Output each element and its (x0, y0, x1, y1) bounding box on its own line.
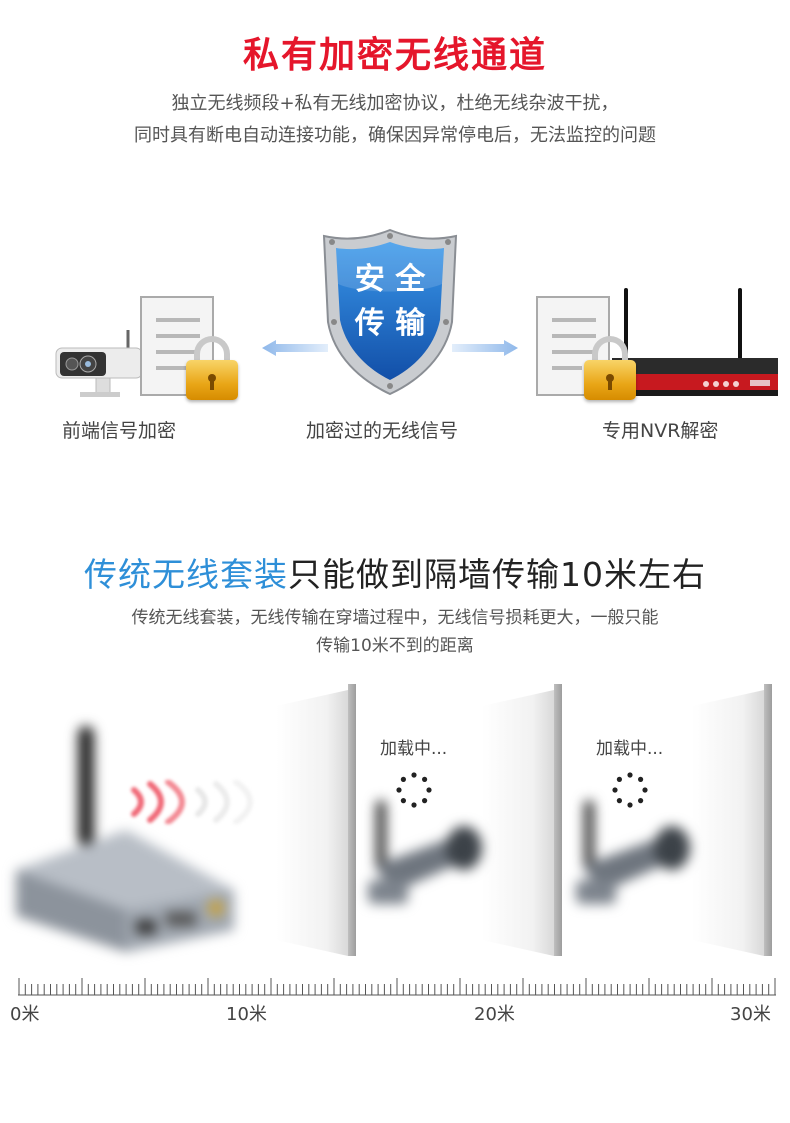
section1-description: 独立无线频段+私有无线加密协议，杜绝无线杂波干扰， 同时具有断电自动连接功能，确… (0, 88, 790, 152)
caption-encrypted-signal: 加密过的无线信号 (306, 420, 459, 442)
loading-spinner-icon (396, 772, 432, 808)
section1-desc-line2: 同时具有断电自动连接功能，确保因异常停电后，无法监控的问题 (134, 125, 656, 146)
camera-icon (572, 796, 696, 916)
wall-3 (692, 690, 764, 956)
wall-1 (276, 690, 348, 956)
caption-nvr-decryption: 专用NVR解密 (602, 420, 719, 442)
shield-text-line2: 传 输 (354, 306, 426, 341)
shield-text-line1: 安 全 (354, 262, 426, 297)
arrow-right-icon (452, 338, 518, 358)
wall-1-edge (348, 684, 356, 956)
section1-title: 私有加密无线通道 (242, 35, 547, 76)
ruler-label-20: 20米 (474, 1004, 515, 1025)
camera-icon (364, 796, 488, 916)
caption-front-end-encryption: 前端信号加密 (62, 420, 177, 442)
loading-spinner-icon (612, 772, 648, 808)
wall-2-edge (554, 684, 562, 956)
shield-icon: 安 全 传 输 (320, 226, 460, 398)
ruler-label-10: 10米 (226, 1004, 267, 1025)
section2-desc-line1: 传统无线套装，无线传输在穿墙过程中，无线信号损耗更大，一般只能 (131, 608, 659, 628)
section2-desc-line2: 传输10米不到的距离 (316, 636, 474, 656)
ruler-label-0: 0米 (10, 1004, 40, 1025)
section2-title-blue: 传统无线套装 (84, 555, 288, 594)
loading-text-2: 加载中... (596, 739, 664, 759)
loading-text-1: 加载中... (380, 739, 448, 759)
arrow-left-icon (262, 338, 328, 358)
wall-2 (482, 690, 554, 956)
section2-title: 传统无线套装只能做到隔墙传输10米左右 (0, 548, 790, 596)
wall-3-edge (764, 684, 772, 956)
signal-wave-icon (124, 779, 274, 825)
distance-ruler (18, 978, 776, 996)
section1-desc-line1: 独立无线频段+私有无线加密协议，杜绝无线杂波干扰， (171, 93, 619, 114)
wireless-transmitter-icon (6, 720, 242, 960)
section2-title-black: 只能做到隔墙传输10米左右 (288, 555, 706, 594)
camera-icon (50, 328, 150, 398)
nvr-icon (610, 286, 780, 402)
padlock-icon (186, 336, 238, 400)
padlock-icon (584, 336, 636, 400)
section2-description: 传统无线套装，无线传输在穿墙过程中，无线信号损耗更大，一般只能 传输10米不到的… (0, 604, 790, 660)
ruler-label-30: 30米 (730, 1004, 771, 1025)
